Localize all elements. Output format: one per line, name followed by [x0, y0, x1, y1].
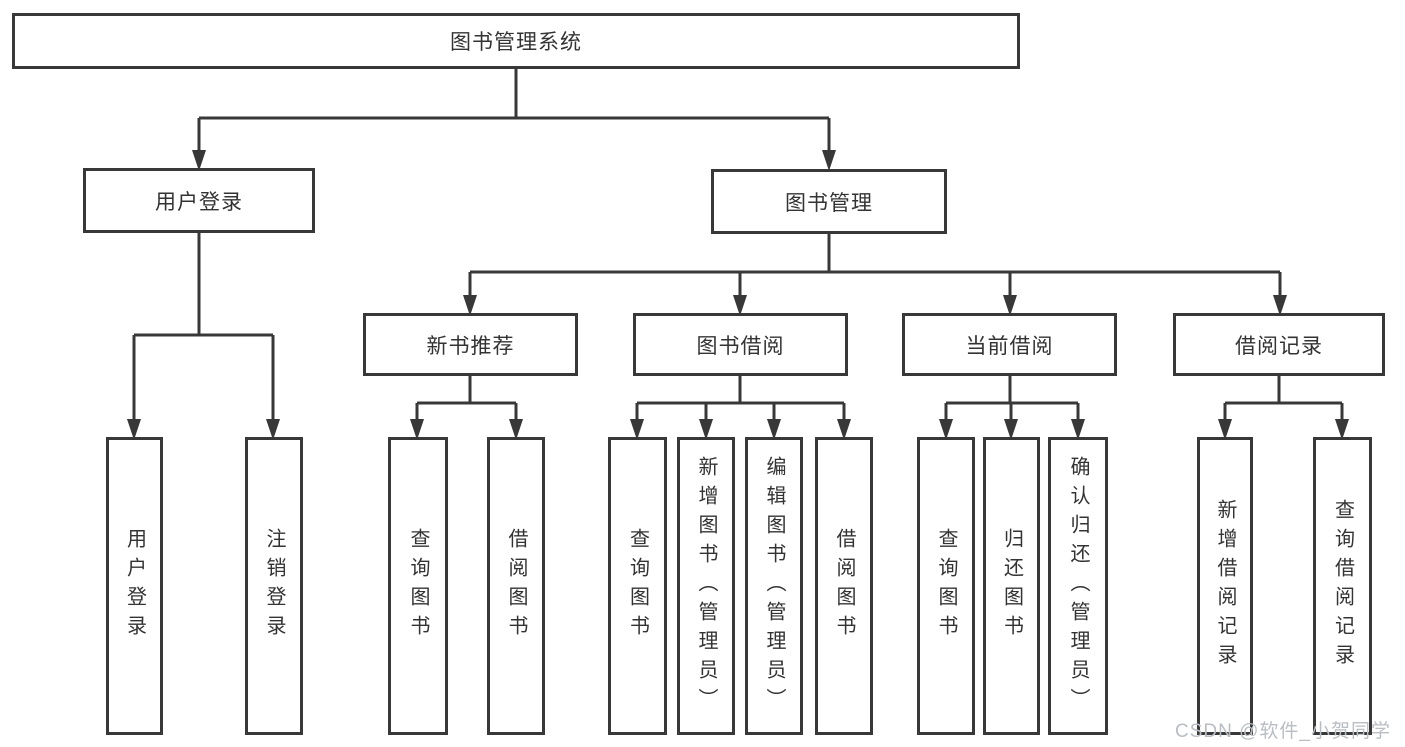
tree-branch-lines — [132, 68, 1344, 421]
node-user-login: 用户登录 — [83, 168, 315, 233]
node-label: 当前借阅 — [965, 334, 1054, 358]
leaf-label: 查询借阅记录 — [1331, 499, 1354, 673]
node-current-borrow: 当前借阅 — [902, 313, 1117, 376]
leaf-node: 查询图书 — [608, 437, 667, 735]
leaf-label: 新增图书（管理员） — [695, 455, 717, 717]
leaf-node: 确认归还（管理员） — [1048, 437, 1108, 735]
leaf-label: 新增借阅记录 — [1214, 499, 1236, 673]
node-label: 图书借阅 — [696, 334, 785, 358]
leaf-label: 借阅图书 — [833, 528, 855, 644]
csdn-watermark: CSDN @软件_小贺同学 — [1175, 721, 1391, 742]
node-root-label: 图书管理系统 — [450, 31, 582, 54]
node-new-book-recommend: 新书推荐 — [363, 313, 578, 376]
leaf-label: 确认归还（管理员） — [1067, 455, 1089, 717]
leaf-label: 查询图书 — [935, 528, 957, 644]
leaf-node: 归还图书 — [983, 437, 1040, 735]
node-label: 新书推荐 — [426, 334, 515, 358]
leaf-label: 查询图书 — [626, 528, 649, 644]
leaf-label: 借阅图书 — [505, 528, 527, 644]
leaf-node: 借阅图书 — [487, 437, 545, 735]
leaf-label: 编辑图书（管理员） — [763, 455, 785, 717]
leaf-node: 借阅图书 — [815, 437, 873, 735]
node-borrow-records: 借阅记录 — [1173, 313, 1385, 376]
leaf-node: 新增图书（管理员） — [677, 437, 735, 735]
leaf-node: 用户登录 — [106, 437, 163, 735]
leaf-label: 用户登录 — [123, 528, 146, 644]
leaf-node: 查询借阅记录 — [1313, 437, 1372, 735]
leaf-label: 归还图书 — [1000, 528, 1023, 644]
leaf-label: 注销登录 — [263, 528, 285, 644]
leaf-node: 编辑图书（管理员） — [745, 437, 803, 735]
leaf-node: 查询图书 — [917, 437, 975, 735]
node-label: 用户登录 — [155, 190, 243, 214]
leaf-node: 查询图书 — [388, 437, 448, 735]
node-label: 借阅记录 — [1235, 334, 1323, 358]
node-book-borrow: 图书借阅 — [633, 313, 848, 376]
node-book-management: 图书管理 — [711, 169, 947, 234]
node-label: 图书管理 — [785, 191, 873, 215]
leaf-label: 查询图书 — [407, 528, 429, 644]
leaf-node: 注销登录 — [245, 437, 303, 735]
leaf-node: 新增借阅记录 — [1197, 437, 1253, 735]
arrow-down-icons — [127, 150, 1349, 440]
node-root: 图书管理系统 — [12, 13, 1020, 69]
